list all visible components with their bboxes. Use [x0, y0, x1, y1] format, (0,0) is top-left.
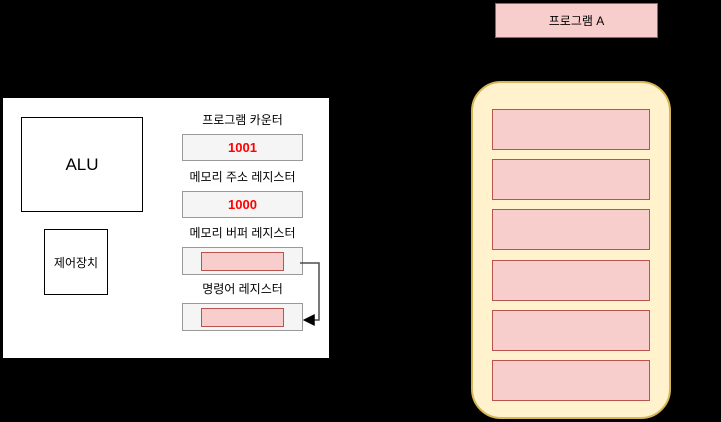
memory-address-register-group: 메모리 주소 레지스터 1000 [182, 168, 303, 218]
alu-box: ALU [21, 117, 143, 212]
memory-buffer-register-group: 메모리 버퍼 레지스터 [182, 224, 303, 275]
memory-slot [492, 209, 650, 251]
cpu-panel: ALU 제어장치 프로그램 카운터 1001 메모리 주소 레지스터 1000 … [2, 97, 330, 359]
memory-container [471, 81, 671, 419]
instruction-register-group: 명령어 레지스터 [182, 280, 303, 331]
instruction-register-label: 명령어 레지스터 [182, 280, 303, 297]
memory-slot [492, 109, 650, 150]
control-unit-label: 제어장치 [53, 255, 99, 270]
instruction-register-content [201, 307, 284, 327]
alu-label: ALU [65, 154, 99, 174]
program-counter-box: 1001 [182, 134, 303, 161]
memory-buffer-register-box [182, 247, 303, 275]
memory-address-register-value: 1000 [228, 197, 257, 212]
memory-slot [492, 359, 650, 401]
program-counter-value: 1001 [228, 140, 257, 155]
program-counter-label: 프로그램 카운터 [182, 111, 303, 128]
memory-buffer-register-content [201, 251, 284, 271]
memory-buffer-register-label: 메모리 버퍼 레지스터 [182, 224, 303, 241]
memory-address-register-box: 1000 [182, 191, 303, 218]
program-a-box: 프로그램 A [495, 3, 658, 38]
program-a-label: 프로그램 A [548, 14, 605, 28]
memory-address-register-label: 메모리 주소 레지스터 [182, 168, 303, 185]
memory-slot [492, 159, 650, 201]
instruction-register-box [182, 303, 303, 331]
memory-slot [492, 309, 650, 351]
program-counter-group: 프로그램 카운터 1001 [182, 111, 303, 161]
memory-slot [492, 259, 650, 301]
control-unit-box: 제어장치 [44, 229, 108, 295]
